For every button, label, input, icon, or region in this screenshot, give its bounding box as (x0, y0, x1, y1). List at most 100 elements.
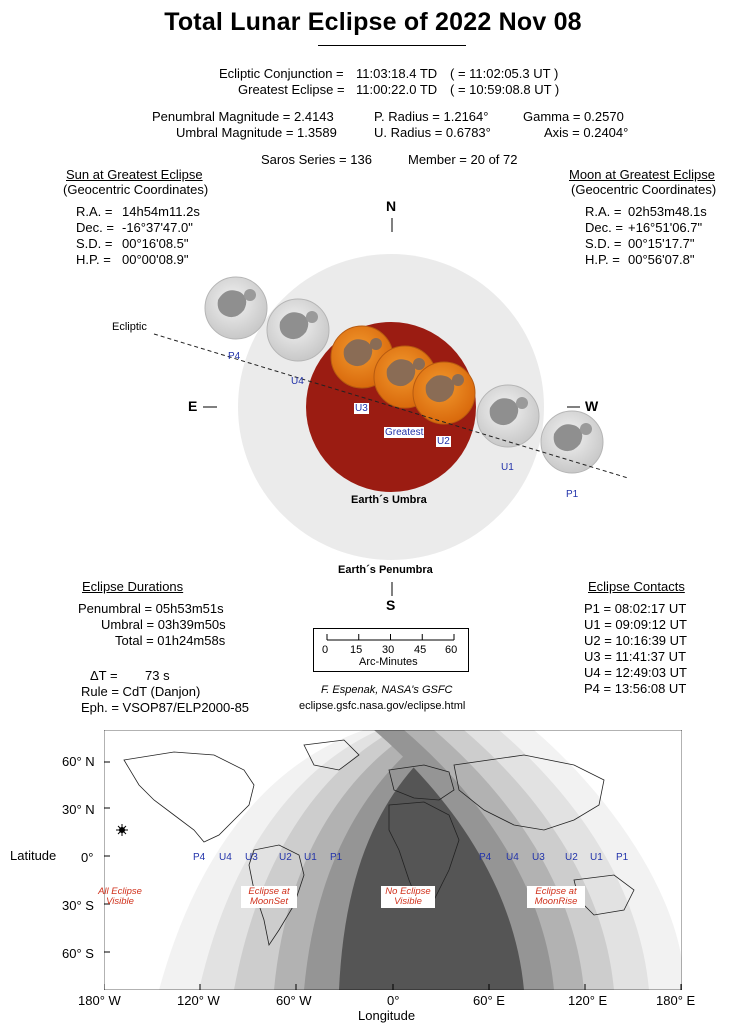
duration-penumbral: Penumbral = 05h53m51s (78, 601, 224, 616)
moon-u4 (266, 298, 330, 362)
duration-umbral: Umbral = 03h39m50s (101, 617, 226, 632)
moon-hp-value: 00°56'07.8" (628, 252, 695, 267)
arc-minutes-scale (313, 628, 469, 672)
sun-dec-value: -16°37'47.0" (122, 220, 193, 235)
sun-heading: Sun at Greatest Eclipse (66, 167, 203, 182)
ephemeris: Eph. = VSOP87/ELP2000-85 (81, 700, 250, 715)
moon-sd-value: 00°15'17.7" (628, 236, 695, 251)
contact-p1: P1 = 08:02:17 UT (584, 601, 687, 616)
west-label: W (585, 398, 599, 414)
map-contact-u2-east: U2 (565, 852, 578, 863)
map-contact-u2-west: U2 (279, 852, 292, 863)
contact-label-u1: U1 (501, 462, 514, 473)
sun-ra-value: 14h54m11.2s (122, 204, 200, 219)
lat-tick-60n: 60° N (62, 754, 95, 769)
map-contact-p1-west: P1 (330, 852, 343, 863)
sun-sd-label: S.D. = (76, 236, 113, 251)
penumbra-label: Earth´s Penumbra (338, 564, 433, 576)
moon-u2 (412, 361, 476, 425)
p-radius: P. Radius = 1.2164° (374, 109, 489, 124)
axis: Axis = 0.2404° (544, 125, 629, 140)
sun-dec-label: Dec. = (76, 220, 114, 235)
greatest-eclipse-value: 11:00:22.0 TD (356, 82, 438, 97)
sun-ra-label: R.A. = (76, 204, 113, 219)
visibility-map (104, 730, 682, 990)
moon-ra-label: R.A. = (585, 204, 622, 219)
delta-t-label: ΔT = (90, 668, 118, 683)
map-contact-u3-west: U3 (245, 852, 258, 863)
moon-heading: Moon at Greatest Eclipse (569, 167, 715, 182)
ecliptic-conjunction-label: Ecliptic Conjunction = (219, 66, 344, 81)
north-label: N (386, 198, 397, 214)
rule: Rule = CdT (Danjon) (81, 684, 201, 699)
contacts-heading: Eclipse Contacts (588, 579, 685, 594)
lat-tick-60s: 60° S (62, 946, 94, 961)
sun-sd-value: 00°16'08.5" (122, 236, 189, 251)
contact-u1: U1 = 09:09:12 UT (584, 617, 687, 632)
contact-u3: U3 = 11:41:37 UT (584, 649, 687, 664)
saros-series: Saros Series = 136 (261, 152, 372, 167)
south-label: S (386, 597, 396, 613)
map-contact-u3-east: U3 (532, 852, 545, 863)
map-contact-u1-west: U1 (304, 852, 317, 863)
contact-label-p4: P4 (228, 351, 241, 362)
lat-tick-30s: 30° S (62, 898, 94, 913)
sun-hp-label: H.P. = (76, 252, 111, 267)
map-contact-u4-east: U4 (506, 852, 519, 863)
u-radius: U. Radius = 0.6783° (374, 125, 491, 140)
lat-tick-0: 0° (81, 850, 94, 865)
contact-u2: U2 = 10:16:39 UT (584, 633, 687, 648)
lon-tick-60e: 60° E (473, 993, 505, 1008)
map-xlabel: Longitude (358, 1008, 416, 1023)
greatest-eclipse-label: Greatest Eclipse = (238, 82, 345, 97)
greatest-eclipse-ut: ( = 10:59:08.8 UT ) (450, 82, 560, 97)
ecliptic-line (153, 333, 629, 479)
sun-subheading: (Geocentric Coordinates) (63, 182, 209, 197)
lon-tick-60w: 60° W (276, 993, 312, 1008)
scale-tick-15: 15 (350, 644, 363, 656)
moon-dec-value: +16°51'06.7" (628, 220, 703, 235)
contact-label-u3: U3 (354, 403, 369, 414)
ecliptic-label: Ecliptic (112, 321, 147, 333)
lon-tick-180e: 180° E (656, 993, 696, 1008)
scale-tick-45: 45 (414, 644, 427, 656)
penumbral-magnitude: Penumbral Magnitude = 2.4143 (152, 109, 334, 124)
moon-subheading: (Geocentric Coordinates) (571, 182, 717, 197)
saros-member: Member = 20 of 72 (408, 152, 518, 167)
contact-label-greatest: Greatest (384, 427, 425, 438)
moon-hp-label: H.P. = (585, 252, 620, 267)
contact-label-u2: U2 (436, 436, 451, 447)
lat-tick-30n: 30° N (62, 802, 95, 817)
scale-ticks (326, 634, 455, 641)
contact-p4: P4 = 13:56:08 UT (584, 681, 687, 696)
contact-label-p1: P1 (566, 489, 579, 500)
scale-label: Arc-Minutes (359, 656, 418, 668)
moon-dec-label: Dec. = (585, 220, 623, 235)
map-contact-p4-west: P4 (193, 852, 206, 863)
map-contact-u1-east: U1 (590, 852, 603, 863)
lon-tick-180w: 180° W (78, 993, 121, 1008)
duration-total: Total = 01h24m58s (115, 633, 226, 648)
page-title: Total Lunar Eclipse of 2022 Nov 08 (164, 8, 582, 36)
durations-heading: Eclipse Durations (82, 579, 184, 594)
gamma: Gamma = 0.2570 (523, 109, 624, 124)
moon-p4 (204, 276, 268, 340)
east-label: E (188, 398, 198, 414)
umbral-magnitude: Umbral Magnitude = 1.3589 (176, 125, 337, 140)
sublunar-point-icon (116, 824, 128, 836)
map-contact-p4-east: P4 (479, 852, 492, 863)
delta-t-value: 73 s (145, 668, 170, 683)
ecliptic-conjunction-ut: ( = 11:02:05.3 UT ) (450, 66, 559, 81)
moon-u1 (476, 384, 540, 448)
scale-tick-60: 60 (445, 644, 458, 656)
source-url[interactable]: eclipse.gsfc.nasa.gov/eclipse.html (299, 700, 466, 712)
lon-tick-120w: 120° W (177, 993, 220, 1008)
lon-tick-0: 0° (387, 993, 400, 1008)
contact-label-u4: U4 (291, 376, 304, 387)
moon-p1 (540, 410, 604, 474)
map-contact-u4-west: U4 (219, 852, 232, 863)
